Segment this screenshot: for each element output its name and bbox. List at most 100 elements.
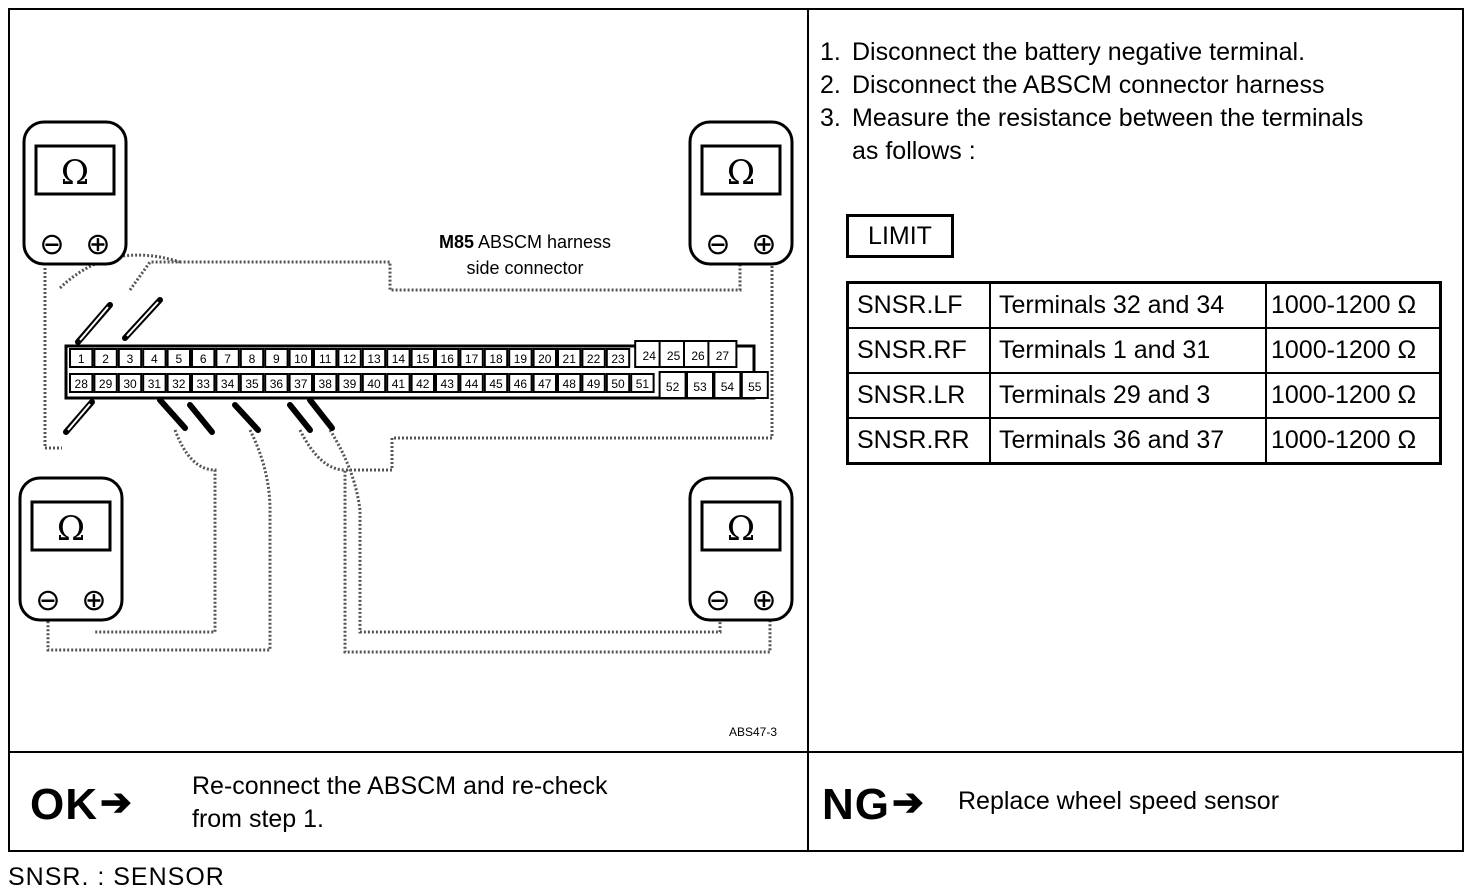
terminal-pin: 35 (239, 373, 265, 393)
terminal-number: 32 (172, 377, 186, 391)
step-item: as follows : (820, 135, 1450, 168)
terminal-pin: 46 (508, 373, 533, 393)
connector-label: M85 ABSCM harness side connector (420, 229, 630, 281)
terminal-pin: 34 (215, 373, 240, 393)
terminal-pin: 37 (288, 373, 314, 393)
terminal-number: 9 (273, 352, 280, 366)
ohmmeter: Ω⊖⊕ (22, 120, 128, 266)
figure-id: ABS47-3 (729, 725, 778, 739)
ok-label: OK (30, 780, 98, 829)
terminal-pin: 21 (557, 348, 582, 368)
terminal-number: 11 (319, 352, 332, 366)
terminal-pin: 4 (142, 348, 167, 368)
terminal-pin: 55 (740, 371, 769, 399)
terminal-pin: 19 (508, 348, 533, 368)
horizontal-divider (8, 751, 1464, 753)
terminal-number: 34 (221, 377, 235, 391)
terminals-cell: Terminals 1 and 31 (989, 327, 1267, 374)
terminal-pin: 54 (713, 371, 742, 399)
probe-highlights (67, 301, 159, 431)
terminal-number: 4 (151, 352, 158, 366)
terminal-pin: 22 (581, 348, 606, 368)
terminal-pin: 27 (707, 340, 738, 368)
terminal-number: 10 (294, 352, 308, 366)
ohm-icon: Ω (57, 509, 85, 549)
ng-label: NG (822, 780, 890, 829)
step-number: 1. (820, 38, 841, 66)
step-text: as follows : (852, 137, 976, 165)
terminal-number: 28 (75, 377, 89, 391)
terminals-cell: Terminals 32 and 34 (989, 281, 1267, 329)
terminal-pin: 32 (166, 373, 192, 393)
terminal-pin: 53 (686, 371, 714, 399)
terminal-number: 55 (748, 380, 762, 394)
terminal-number: 51 (636, 377, 650, 391)
table-row: SNSR.RF Terminals 1 and 31 1000-1200 Ω (846, 327, 1442, 374)
terminal-number: 49 (587, 377, 601, 391)
terminal-pin: 9 (264, 348, 289, 368)
limit-table: SNSR.LF Terminals 32 and 34 1000-1200 Ω … (846, 281, 1442, 465)
table-row: SNSR.LR Terminals 29 and 3 1000-1200 Ω (846, 372, 1442, 419)
terminal-pin: 48 (557, 373, 582, 393)
terminal-number: 16 (441, 352, 455, 366)
terminal-number: 23 (611, 352, 625, 366)
terminal-number: 17 (465, 352, 479, 366)
terminal-pin: 13 (361, 348, 387, 368)
connector-label-line2: side connector (466, 258, 584, 278)
connector-label-line1: ABSCM harness (477, 232, 612, 252)
terminals-cell: Terminals 29 and 3 (989, 372, 1267, 419)
plus-terminal-icon: ⊕ (81, 583, 106, 618)
terminal-number: 1 (78, 352, 85, 366)
terminal-pin: 49 (581, 373, 606, 393)
terminal-number: 8 (249, 352, 256, 366)
vertical-divider (807, 8, 809, 852)
terminal-pin: 5 (166, 348, 192, 368)
terminal-number: 53 (693, 380, 707, 394)
minus-terminal-icon: ⊖ (39, 227, 64, 262)
terminal-pin: 12 (337, 348, 362, 368)
connector-id: M85 (438, 232, 474, 252)
ng-result: NG➔ (822, 780, 925, 830)
terminal-number: 19 (514, 352, 528, 366)
terminal-number: 30 (123, 377, 137, 391)
terminal-pin: 41 (386, 373, 411, 393)
ohmmeter: Ω⊖⊕ (18, 476, 124, 622)
terminal-number: 27 (716, 349, 730, 363)
sensor-cell: SNSR.RF (846, 327, 991, 374)
ohm-icon: Ω (727, 509, 755, 549)
terminal-pin: 36 (264, 373, 289, 393)
terminal-number: 41 (392, 377, 406, 391)
terminal-pin: 30 (117, 373, 143, 393)
terminal-number: 22 (587, 352, 601, 366)
terminal-number: 15 (416, 352, 430, 366)
plus-terminal-icon: ⊕ (85, 227, 110, 262)
ok-text-line2: from step 1. (192, 805, 324, 833)
step-text: Measure the resistance between the termi… (852, 104, 1364, 132)
terminal-number: 29 (99, 377, 113, 391)
terminal-pin: 40 (361, 373, 387, 393)
terminal-number: 50 (611, 377, 625, 391)
terminals-cell: Terminals 36 and 37 (989, 417, 1267, 465)
sensor-cell: SNSR.LF (846, 281, 991, 329)
range-cell: 1000-1200 Ω (1265, 327, 1442, 374)
arrow-right-icon: ➔ (100, 782, 133, 824)
harness-outline (43, 253, 774, 654)
terminal-number: 13 (367, 352, 381, 366)
terminal-number: 37 (294, 377, 308, 391)
sensor-cell: SNSR.RR (846, 417, 991, 465)
terminal-pin: 11 (313, 348, 338, 368)
terminal-number: 46 (514, 377, 528, 391)
terminal-pin: 39 (337, 373, 362, 393)
plus-terminal-icon: ⊕ (751, 227, 776, 262)
terminal-number: 48 (563, 377, 577, 391)
terminal-pin: 47 (532, 373, 557, 393)
terminal-pin: 10 (288, 348, 314, 368)
terminal-number: 43 (441, 377, 455, 391)
range-cell: 1000-1200 Ω (1265, 372, 1442, 419)
ng-action: Replace wheel speed sensor (958, 787, 1280, 815)
terminal-number: 12 (343, 352, 357, 366)
terminal-number: 47 (538, 377, 552, 391)
ok-action: Re-connect the ABSCM and re-check from s… (192, 770, 752, 836)
terminal-pin: 7 (215, 348, 240, 368)
step-item: 1.Disconnect the battery negative termin… (820, 36, 1450, 69)
